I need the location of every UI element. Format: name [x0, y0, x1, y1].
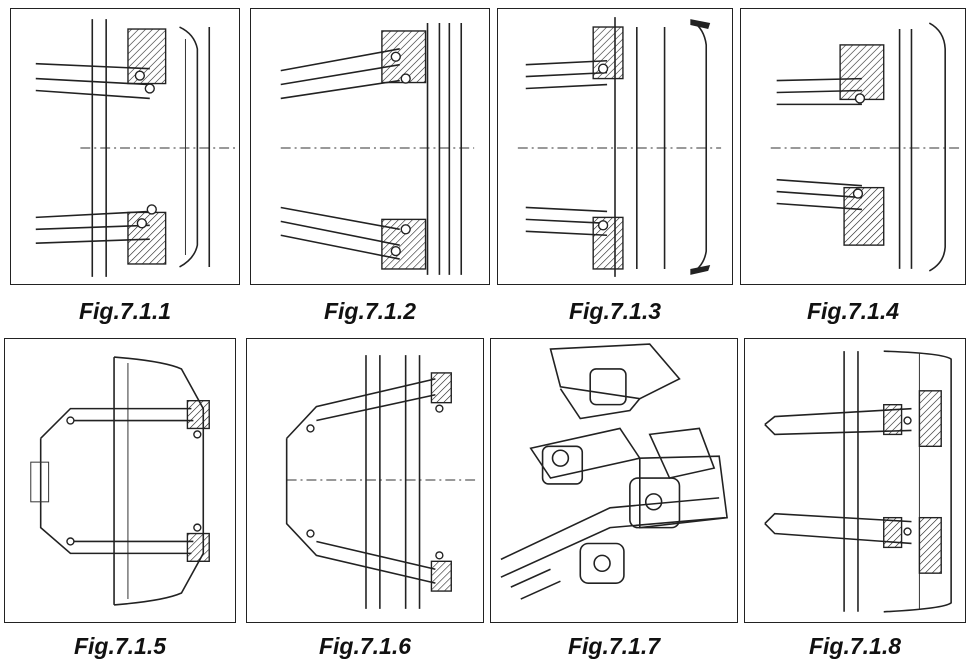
rim-clamp-diagram-3: [517, 17, 722, 277]
figure-caption: Fig.7.1.5: [73, 633, 167, 659]
rim-clamp-diagram-4: [770, 22, 960, 272]
figure-caption: Fig.7.1.8: [808, 633, 902, 659]
figure-caption: Fig.7.1.1: [78, 298, 172, 324]
rim-clamp-diagram-1: [35, 19, 239, 277]
figure-7-1-7-panel: [490, 338, 738, 623]
figure-caption: Fig.7.1.6: [318, 633, 412, 659]
figure-caption: Fig.7.1.2: [323, 298, 417, 324]
figure-caption: Fig.7.1.3: [568, 298, 662, 324]
clamp-assembly-illustration: [500, 343, 728, 600]
figure-caption: Fig.7.1.7: [567, 633, 661, 659]
figure-7-1-3-panel: [497, 8, 733, 285]
rim-clamp-diagram-2: [280, 23, 475, 275]
rim-clamp-diagram-6: [285, 355, 476, 609]
figure-7-1-8-panel: [744, 338, 966, 623]
figure-7-1-6-panel: [246, 338, 484, 623]
rim-clamp-diagram-5: [30, 356, 210, 606]
figure-7-1-5-panel: [4, 338, 236, 623]
rim-clamp-diagram-8: [764, 350, 952, 613]
figure-7-1-2-panel: [250, 8, 490, 285]
figure-7-1-4-panel: [740, 8, 966, 285]
figure-7-1-1-panel: [10, 8, 240, 285]
figure-caption: Fig.7.1.4: [806, 298, 900, 324]
